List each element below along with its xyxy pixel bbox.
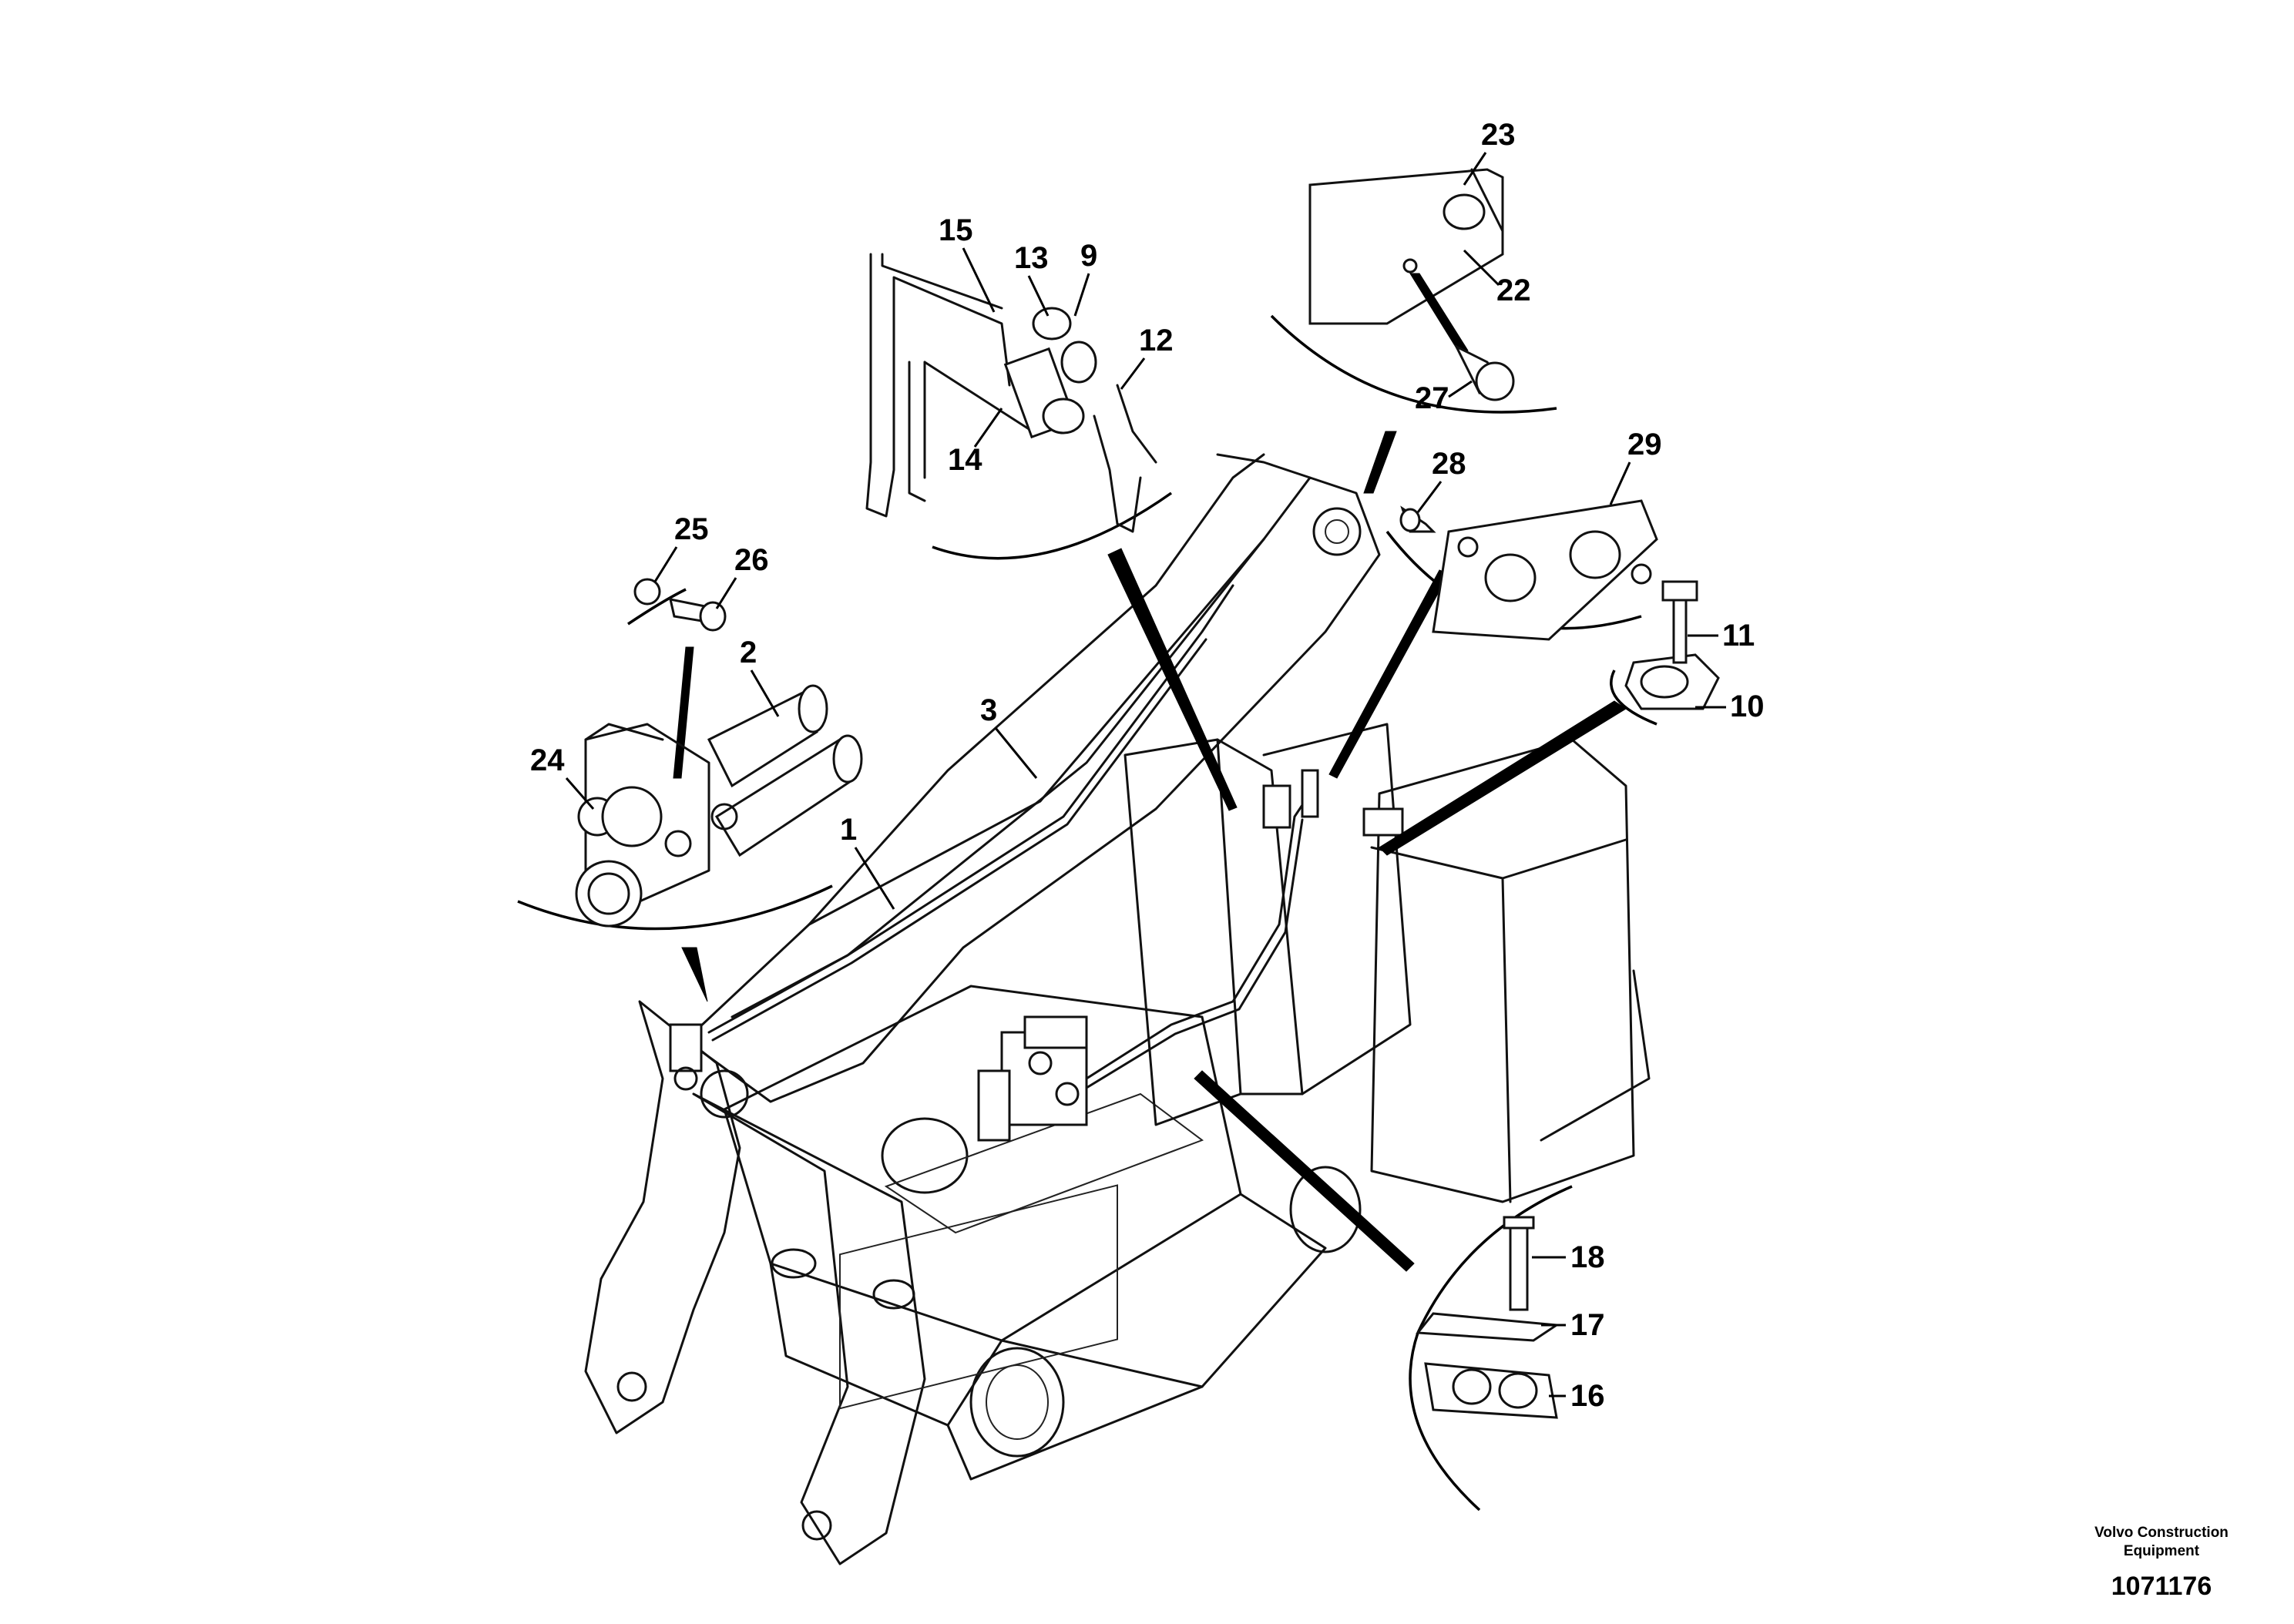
detail-clamp-group <box>1379 580 1720 856</box>
detail-pointer-pipe-clamp <box>1194 1070 1415 1272</box>
drawing-number: 1071176 <box>2111 1572 2212 1601</box>
detail-pointer-clamp <box>1379 700 1627 856</box>
callout-13: 13 <box>1014 241 1049 275</box>
callout-25: 25 <box>674 512 709 546</box>
footer-company: Volvo Construction Equipment <box>2094 1525 2229 1559</box>
detail-pointer-couplings <box>681 947 708 1002</box>
callout-22: 22 <box>1496 273 1531 307</box>
callout-11: 11 <box>1722 619 1755 653</box>
callout-18: 18 <box>1570 1240 1605 1274</box>
callout-10: 10 <box>1730 690 1765 723</box>
callout-3: 3 <box>980 693 997 727</box>
detail-coupling-group <box>517 578 863 1002</box>
callout-23: 23 <box>1481 118 1516 152</box>
callout-12: 12 <box>1139 324 1174 357</box>
detail-pipe-clamp-group <box>1194 1070 1573 1512</box>
callout-2: 2 <box>740 636 757 669</box>
callout-14: 14 <box>948 443 982 477</box>
callout-15: 15 <box>939 213 973 247</box>
callout-16: 16 <box>1570 1379 1605 1413</box>
detail-pipe-group <box>865 253 1238 811</box>
quick-coupler-mount <box>669 1023 703 1091</box>
callout-9: 9 <box>1080 239 1097 273</box>
callout-26: 26 <box>734 543 769 577</box>
detail-pointer-pipes <box>1107 548 1238 811</box>
detail-plate-group <box>1270 168 1658 779</box>
callout-28: 28 <box>1432 447 1466 481</box>
detail-pointer-plate <box>1363 431 1397 494</box>
callout-29: 29 <box>1627 428 1662 461</box>
main-frame-assembly <box>584 453 1651 1565</box>
frame-fittings <box>1262 769 1404 837</box>
control-valve-block <box>977 1015 1088 1142</box>
callout-27: 27 <box>1415 381 1449 415</box>
callout-17: 17 <box>1570 1308 1605 1342</box>
callout-1: 1 <box>840 813 857 847</box>
callout-labels: 1 2 3 9 10 11 12 13 14 15 16 17 18 22 23… <box>530 118 1765 1413</box>
callout-24: 24 <box>530 743 565 777</box>
